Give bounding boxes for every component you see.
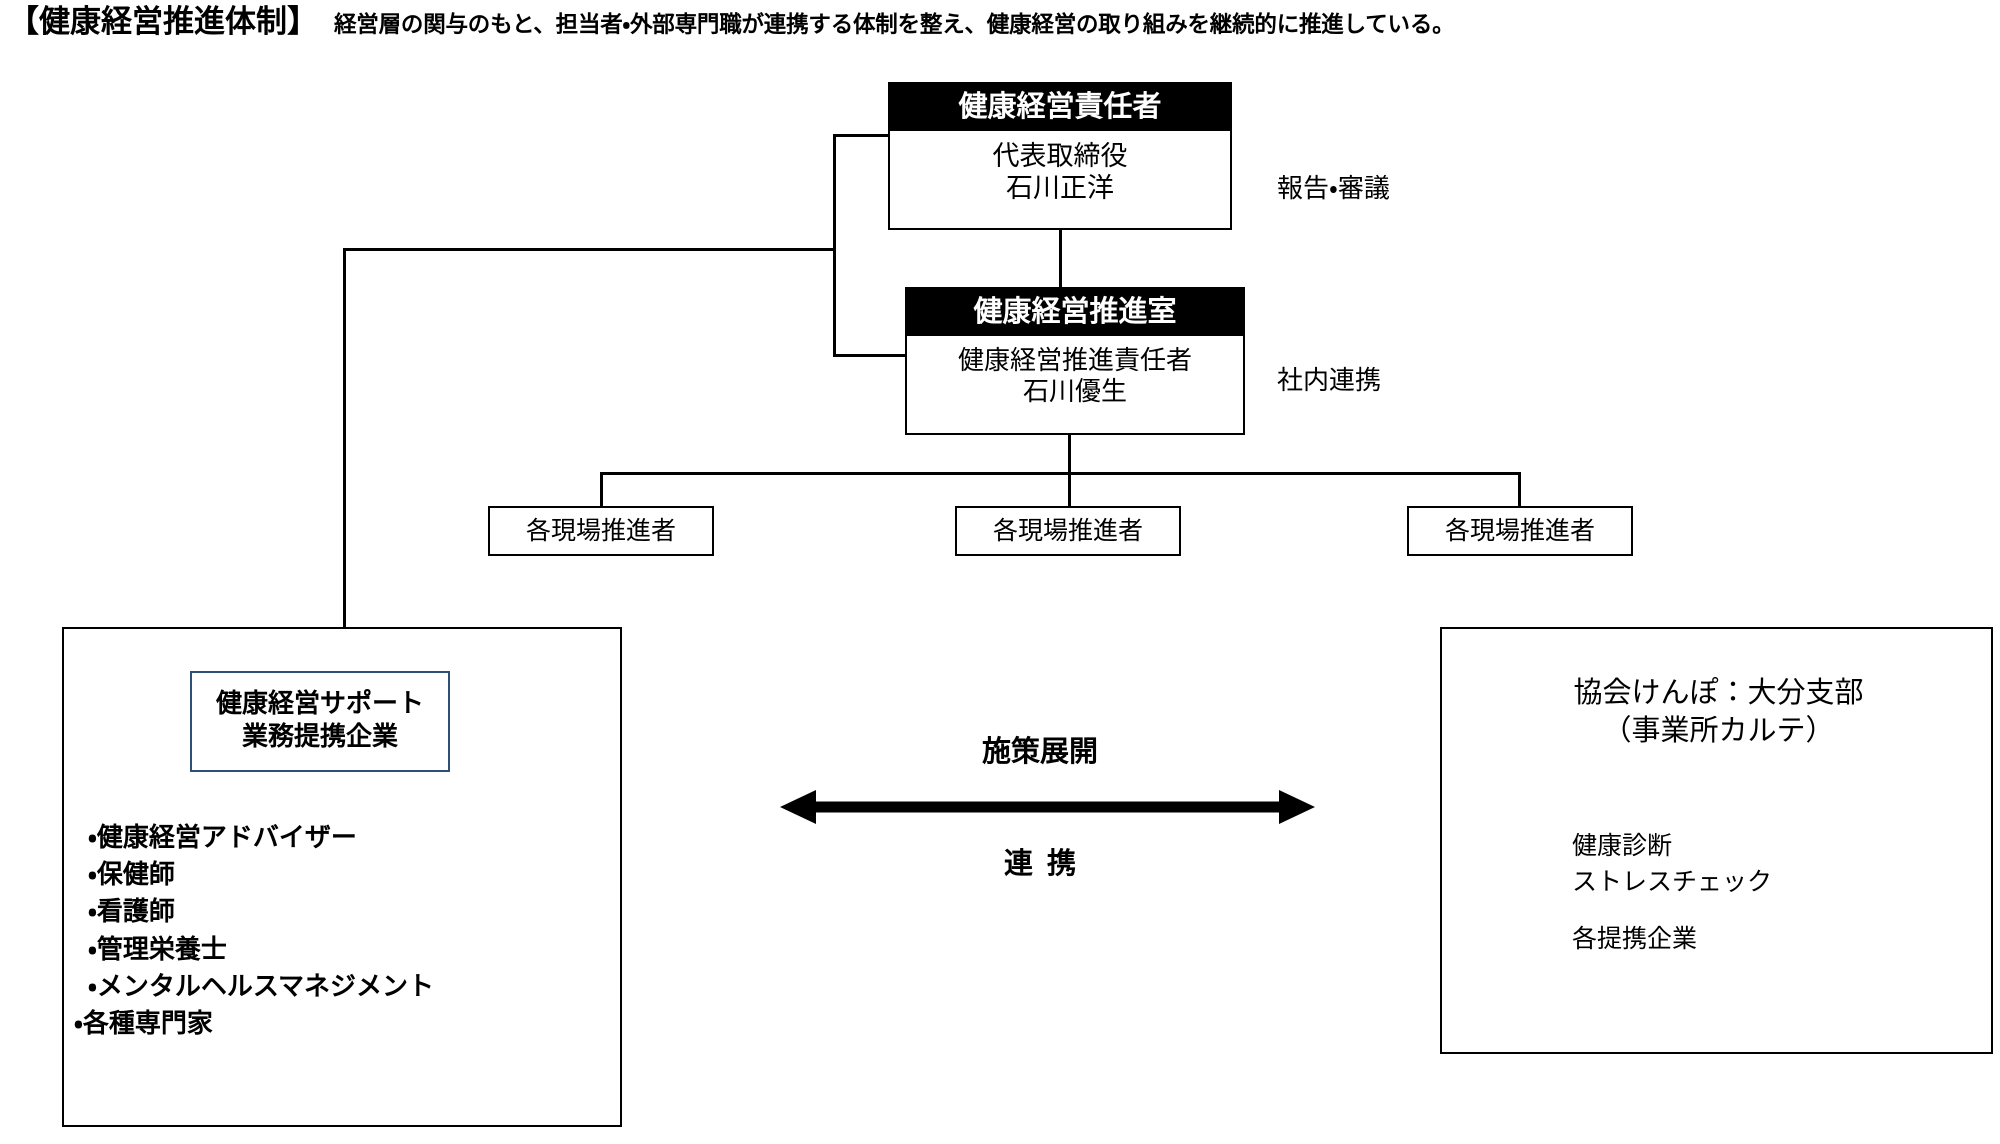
list-item: ・管理栄養士	[88, 933, 227, 964]
panel-support-partner-companies[interactable]: 健康経営サポート 業務提携企業 ・健康経営アドバイザー ・保健師 ・看護師 ・管…	[62, 627, 622, 1127]
partner-title-line1: 健康経営サポート	[215, 688, 424, 718]
box-header-label: 健康経営責任者	[890, 84, 1230, 132]
connector-exec-left-vertical	[833, 134, 836, 356]
kenpo-service-list: 健康診断 ストレスチェック 各提携企業	[1572, 829, 1772, 958]
connector-exec-left-stub	[833, 134, 890, 137]
box-site-promoter-3[interactable]: 各現場推進者	[1407, 506, 1633, 556]
connector-bus-to-leaf-3	[1518, 472, 1521, 508]
kenpo-title-line2: （事業所カルテ）	[1602, 714, 1835, 747]
connector-promoter-bus	[600, 472, 1520, 475]
list-item: 各提携企業	[1572, 925, 1698, 953]
label-policy-deployment: 施策展開	[981, 736, 1098, 768]
page-title: 【健康経営推進体制】 経営層の関与のもと、担当者・外部専門職が連携する体制を整え…	[8, 6, 1992, 52]
kenpo-title-line1: 協会けんぽ：大分支部	[1573, 677, 1864, 709]
executive-name: 石川正洋	[1006, 173, 1114, 204]
list-item: ストレスチェック	[1572, 867, 1773, 896]
box-health-management-office[interactable]: 健康経営推進室 健康経営推進責任者 石川優生	[905, 287, 1245, 435]
box-body: 健康経営推進責任者 石川優生	[907, 336, 1243, 406]
list-item: 健康診断	[1572, 832, 1673, 860]
kenpo-title: 協会けんぽ：大分支部 （事業所カルテ）	[1442, 675, 1995, 750]
label-report-and-review: 報告・審議	[1277, 173, 1390, 203]
list-item: ・看護師	[88, 896, 175, 927]
connector-trunk-horizontal	[343, 248, 835, 251]
connector-trunk-vertical	[343, 248, 346, 629]
office-name: 石川優生	[1022, 376, 1127, 407]
box-header-label: 健康経営推進室	[907, 289, 1243, 337]
partner-title-line2: 業務提携企業	[241, 720, 398, 751]
box-body: 代表取締役 石川正洋	[890, 131, 1230, 205]
list-spacer	[1572, 900, 1772, 922]
title-description: 経営層の関与のもと、担当者・外部専門職が連携する体制を整え、健康経営の取り組みを…	[334, 12, 1455, 37]
label-internal-cooperation: 社内連携	[1277, 365, 1382, 395]
list-item: ・健康経営アドバイザー	[88, 822, 357, 852]
list-item: ・各種専門家	[74, 1007, 213, 1038]
label-cooperation: 連携	[1003, 848, 1090, 880]
connector-bus-to-leaf-1	[600, 472, 603, 508]
center-cooperation-group: 施策展開 連携	[740, 728, 1340, 928]
double-headed-horizontal-arrow-icon	[780, 790, 1315, 824]
office-role: 健康経営推進責任者	[957, 345, 1192, 376]
connector-exec-to-office	[1059, 228, 1062, 289]
connector-bus-to-leaf-2	[1068, 472, 1071, 508]
box-health-management-officer[interactable]: 健康経営責任者 代表取締役 石川正洋	[888, 82, 1232, 230]
partner-title-box: 健康経営サポート 業務提携企業	[190, 671, 450, 772]
connector-office-left-stub	[833, 354, 907, 357]
panel-kyokai-kenpo-oita-branch[interactable]: 協会けんぽ：大分支部 （事業所カルテ） 健康診断 ストレスチェック 各提携企業	[1440, 627, 1993, 1054]
connector-office-to-bus	[1068, 433, 1071, 474]
box-site-promoter-2[interactable]: 各現場推進者	[955, 506, 1181, 556]
title-bracketed: 【健康経営推進体制】	[8, 4, 318, 39]
box-site-promoter-1[interactable]: 各現場推進者	[488, 506, 714, 556]
list-item: ・メンタルヘルスマネジメント	[88, 970, 435, 1001]
list-item: ・保健師	[88, 859, 175, 890]
executive-role: 代表取締役	[992, 141, 1128, 172]
partner-specialist-list: ・健康経営アドバイザー ・保健師 ・看護師 ・管理栄養士 ・メンタルヘルスマネジ…	[74, 819, 608, 1042]
